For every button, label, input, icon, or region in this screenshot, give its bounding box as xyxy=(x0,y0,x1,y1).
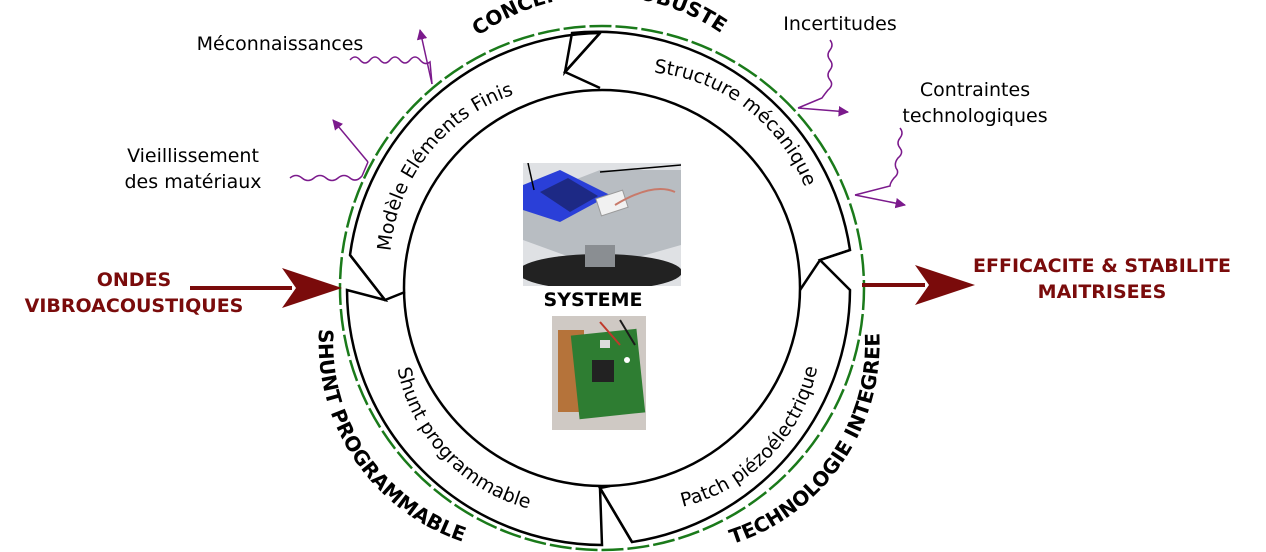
label-incertitudes: Incertitudes xyxy=(783,13,896,35)
structure-photo xyxy=(523,163,681,286)
segment-divider-right xyxy=(798,248,851,291)
output-label-line1: EFFICACITE & STABILITE xyxy=(973,255,1231,277)
arrow-contraintes-reflect xyxy=(854,194,907,209)
label-contraintes-line2: technologiques xyxy=(902,105,1047,127)
output-arrow-head xyxy=(915,265,975,305)
segment-divider-top xyxy=(562,32,601,90)
arrow-vieillissement xyxy=(289,161,369,182)
arrow-vieillissement-reflect xyxy=(332,119,369,163)
arrow-meconnaissances xyxy=(349,56,433,85)
arrow-contraintes xyxy=(854,127,903,196)
shunt-board-photo xyxy=(552,316,646,430)
center-title: SYSTEME xyxy=(544,289,643,311)
label-meconnaissances: Méconnaissances xyxy=(197,33,364,55)
label-vieillissement-line1: Vieillissement xyxy=(127,145,259,167)
label-contraintes-line1: Contraintes xyxy=(920,79,1030,101)
arrow-incertitudes xyxy=(797,39,833,109)
outer-dashed-circle xyxy=(338,24,866,552)
arrow-incertitudes-reflect xyxy=(797,106,850,117)
input-arrow-head xyxy=(282,268,342,308)
segment-label-top-left: Modèle Eléments Finis xyxy=(373,78,515,252)
ring-outer-boundary xyxy=(345,30,852,547)
input-label-line1: ONDES xyxy=(97,269,172,291)
arrow-meconnaissances-reflect xyxy=(416,28,433,85)
output-label-line2: MAITRISEES xyxy=(1038,281,1167,303)
segment-divider-left xyxy=(349,254,406,302)
input-label-line2: VIBROACOUSTIQUES xyxy=(25,295,244,317)
label-vieillissement-line2: des matériaux xyxy=(125,171,262,193)
segment-label-bottom-left: Shunt programmable xyxy=(392,365,533,514)
segment-divider-bottom xyxy=(598,484,634,543)
